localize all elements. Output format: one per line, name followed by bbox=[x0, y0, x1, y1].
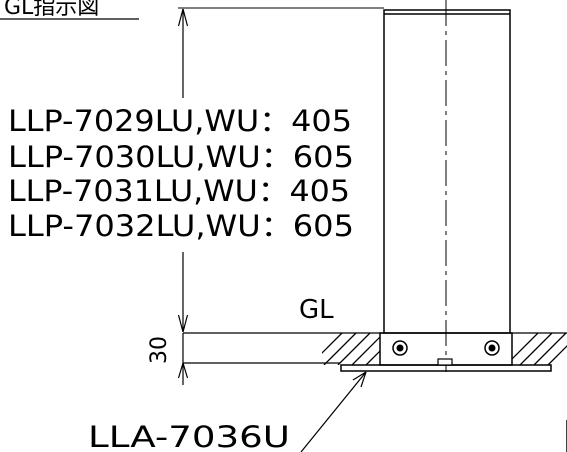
base-part bbox=[340, 332, 552, 372]
model-dimension-1: LLP-7029LU,WU：405 bbox=[8, 104, 352, 138]
soil-hatching-left bbox=[322, 333, 380, 365]
model-dimension-4: LLP-7032LU,WU：605 bbox=[8, 209, 354, 243]
model-dimension-3: LLP-7031LU,WU：405 bbox=[8, 174, 350, 208]
height-arrow-top bbox=[177, 8, 189, 27]
bolt-right-center-icon bbox=[488, 344, 496, 352]
height-dimension bbox=[177, 8, 189, 333]
bolt-left-icon bbox=[392, 340, 408, 356]
leader-line bbox=[300, 371, 367, 452]
below-ground-dimension: 30 bbox=[147, 333, 340, 385]
base-part-leader bbox=[300, 371, 367, 452]
ground-label: GL bbox=[299, 295, 334, 325]
leader-arrow-icon bbox=[352, 371, 367, 388]
base-part-label: LLA-7036U bbox=[88, 420, 290, 452]
post-body bbox=[383, 0, 511, 372]
soil-hatching-right bbox=[512, 333, 567, 365]
base-notch bbox=[437, 358, 453, 366]
bolt-left-center-icon bbox=[396, 344, 404, 352]
model-dimension-2: LLP-7030LU,WU：605 bbox=[8, 140, 354, 174]
below-ground-value: 30 bbox=[147, 336, 172, 364]
heading: GL指示図 bbox=[4, 0, 99, 20]
model-dimension-list: LLP-7029LU,WU：405 LLP-7030LU,WU：605 LLP-… bbox=[8, 104, 354, 243]
below-ground-arrow-lower bbox=[177, 362, 189, 379]
post-outline bbox=[383, 9, 511, 334]
height-arrow-bottom bbox=[177, 314, 189, 333]
bolt-right-icon bbox=[484, 340, 500, 356]
